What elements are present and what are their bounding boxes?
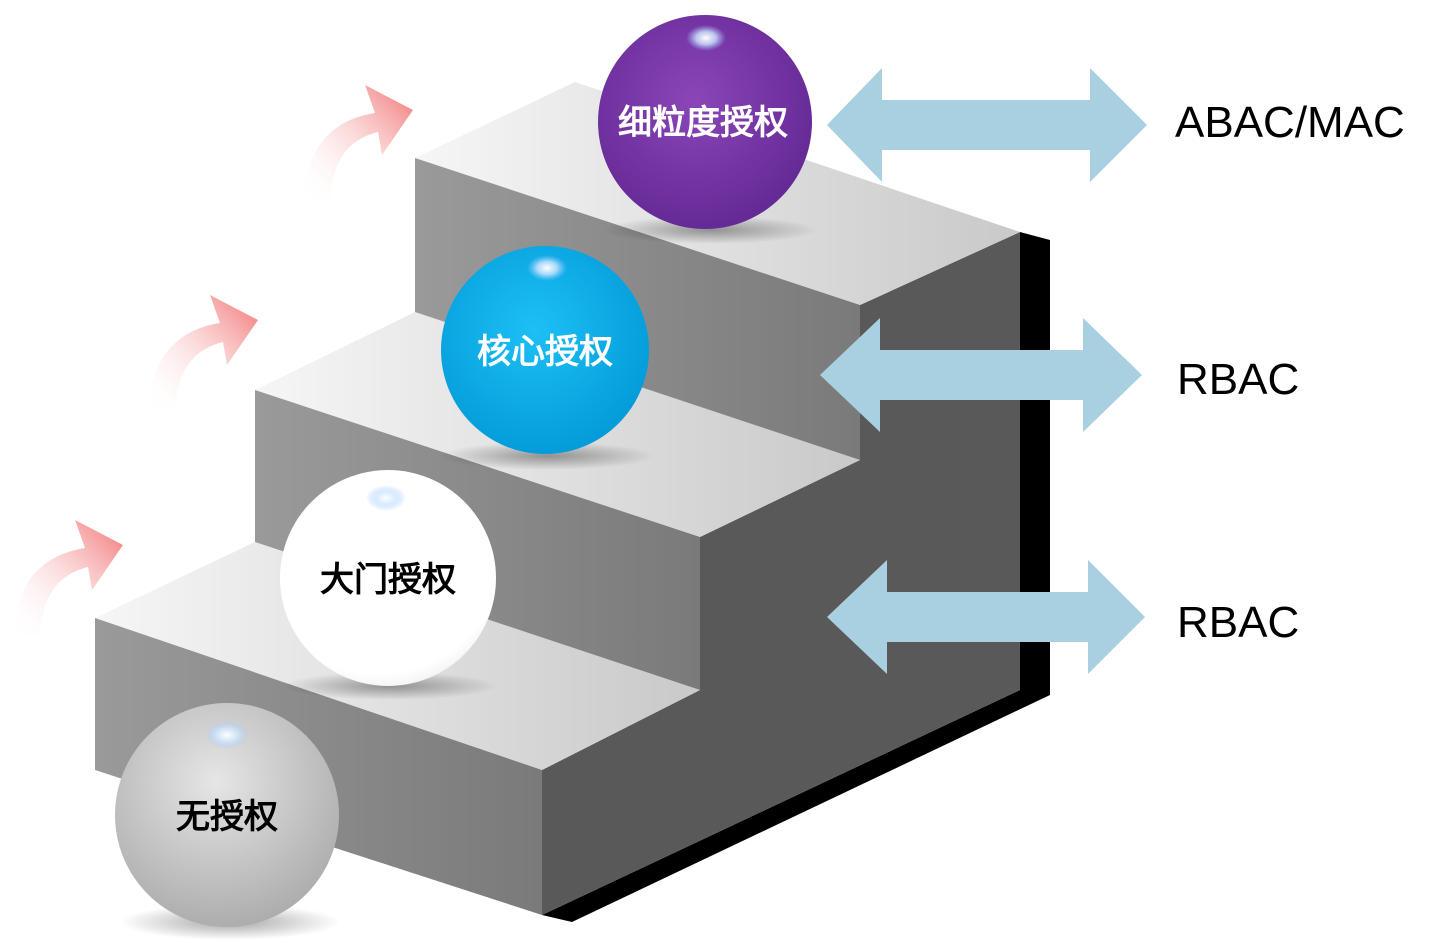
level-label: 核心授权: [477, 332, 613, 372]
double-arrow-icon: [827, 560, 1145, 674]
level-ball-fine-grained: 细粒度授权: [598, 15, 818, 244]
level-ball-gate: 大门授权: [280, 470, 498, 700]
ball-highlight-icon: [527, 255, 567, 281]
ball-highlight-icon: [205, 721, 249, 749]
staircase: [95, 82, 1050, 922]
level-ball-core: 核心授权: [439, 246, 655, 470]
level-label: 大门授权: [320, 560, 456, 600]
staircase-shadow-edge: [542, 232, 1050, 922]
ball-shadow: [602, 216, 818, 244]
double-arrow-icon: [820, 318, 1142, 432]
curved-arrow-icon: [150, 295, 258, 410]
model-label: RBAC: [1177, 355, 1299, 404]
model-label: ABAC/MAC: [1175, 98, 1405, 147]
level-ball-none: 无授权: [115, 703, 340, 940]
double-arrows: [820, 68, 1147, 674]
ball: [598, 15, 812, 229]
staircase-side-face: [542, 232, 1020, 915]
ball-highlight-icon: [686, 25, 726, 51]
ball-shadow: [282, 672, 498, 700]
ball: [441, 246, 649, 454]
curved-arrow-icon: [15, 520, 123, 635]
curved-arrows: [15, 85, 413, 635]
double-arrow-icon: [827, 68, 1147, 182]
ball: [280, 470, 496, 686]
level-label: 细粒度授权: [618, 103, 788, 143]
ball-highlight-icon: [366, 485, 406, 511]
ball-shadow: [439, 442, 655, 470]
model-label: RBAC: [1177, 598, 1299, 647]
curved-arrow-icon: [305, 85, 413, 200]
ball: [115, 703, 339, 927]
level-label: 无授权: [176, 797, 278, 837]
